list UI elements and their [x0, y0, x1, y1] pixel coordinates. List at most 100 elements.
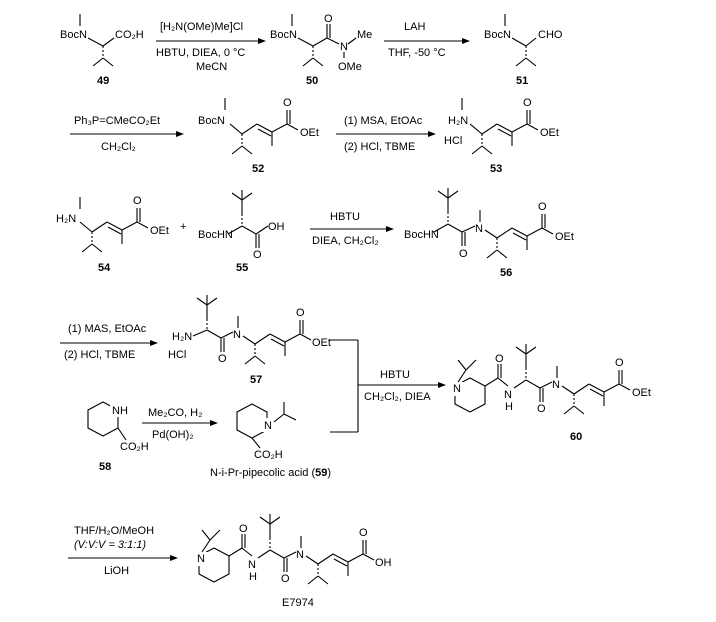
- atom-label: CO₂H: [120, 441, 149, 453]
- compound-label-50: 50: [306, 75, 318, 87]
- compound-49: BocN CO₂H 49: [60, 14, 144, 87]
- condition-text: MeCN: [196, 61, 227, 73]
- condition-text: [H₂N(OMe)Me]Cl: [160, 21, 243, 33]
- condition-text: Ph₃P=CMeCO₂Et: [74, 115, 160, 127]
- atom-label: N: [475, 223, 483, 235]
- atom-label: H₂N: [172, 331, 192, 343]
- compound-label-59: N-i-Pr-pipecolic acid (59): [210, 467, 331, 479]
- arrow-step-8: HBTU CH₂Cl₂, DIEA: [330, 339, 446, 433]
- compound-label-54: 54: [98, 262, 111, 274]
- atom-label: OMe: [338, 61, 362, 73]
- condition-text: HBTU: [380, 369, 410, 381]
- condition-text: THF/H₂O/MeOH: [74, 525, 154, 537]
- atom-label: O: [324, 13, 333, 25]
- compound-59: N CO₂H N-i-Pr-pipecolic acid (59): [210, 402, 331, 479]
- atom-label: Me: [357, 29, 372, 41]
- condition-text: LiOH: [104, 565, 129, 577]
- atom-label: H₂N: [448, 115, 468, 127]
- atom-label: OH: [375, 557, 392, 569]
- condition-text: (2) HCl, TBME: [64, 349, 135, 361]
- compound-label-56: 56: [500, 267, 512, 279]
- arrow-step-4: (1) MSA, EtOAc (2) HCl, TBME: [336, 115, 436, 153]
- arrow-step-6: (1) MAS, EtOAc (2) HCl, TBME: [60, 323, 158, 361]
- compound-e7974: N O N H O N O OH E: [196, 514, 392, 609]
- atom-label: OEt: [555, 231, 574, 243]
- atom-label: N: [340, 41, 348, 53]
- condition-text: Pd(OH)₂: [152, 429, 194, 441]
- compound-label-55: 55: [236, 262, 248, 274]
- condition-text: HBTU, DIEA, 0 °C: [156, 47, 245, 59]
- compound-label-60: 60: [570, 431, 582, 443]
- atom-label: N: [453, 383, 461, 395]
- condition-text: THF, -50 °C: [388, 47, 446, 59]
- atom-label: O: [537, 403, 546, 415]
- atom-label: OEt: [300, 127, 319, 139]
- atom-label: BocN: [60, 29, 87, 41]
- atom-label: O: [495, 353, 504, 365]
- condition-text: (V:V:V = 3:1:1): [74, 539, 146, 551]
- arrow-step-2: LAH THF, -50 °C: [384, 21, 470, 59]
- compound-52: BocN O OEt 52: [198, 97, 319, 175]
- condition-text: Me₂CO, H₂: [148, 407, 202, 419]
- atom-label: N: [248, 559, 256, 571]
- condition-text: (2) HCl, TBME: [344, 141, 415, 153]
- atom-label: O: [538, 201, 547, 213]
- condition-text: HBTU: [330, 211, 360, 223]
- atom-label: CO₂H: [254, 449, 283, 461]
- atom-label: BocN: [198, 115, 225, 127]
- compound-label-53: 53: [490, 163, 502, 175]
- condition-text: CH₂Cl₂, DIEA: [364, 391, 431, 403]
- atom-label: N: [552, 379, 560, 391]
- atom-label: O: [253, 249, 262, 261]
- atom-label: BocN: [270, 29, 297, 41]
- compound-54: H₂N O OEt 54: [56, 195, 169, 274]
- atom-label: O: [283, 97, 292, 109]
- condition-text: LAH: [404, 21, 425, 33]
- atom-label: HCl: [444, 135, 462, 147]
- atom-label: BocHN: [198, 229, 233, 241]
- condition-text: (1) MSA, EtOAc: [344, 115, 423, 127]
- atom-label: BocHN: [404, 229, 439, 241]
- plus-sign: +: [180, 221, 186, 233]
- compound-53: H₂N HCl O OEt 53: [444, 97, 559, 175]
- atom-label: H₂N: [56, 213, 76, 225]
- condition-text: (1) MAS, EtOAc: [68, 323, 147, 335]
- atom-label: O: [281, 573, 290, 585]
- atom-label: BocN: [484, 29, 511, 41]
- atom-label: O: [218, 353, 227, 365]
- compound-57: H₂N HCl O N O OEt 57: [168, 295, 331, 386]
- atom-label: H: [505, 401, 513, 413]
- atom-label: O: [459, 248, 468, 260]
- compound-55: BocHN O OH 55: [198, 190, 285, 274]
- atom-label: N: [197, 553, 205, 565]
- atom-label: CO₂H: [115, 29, 144, 41]
- atom-label: CHO: [538, 29, 563, 41]
- atom-label: O: [523, 97, 532, 109]
- atom-label: NH: [112, 405, 128, 417]
- arrow-step-7: Me₂CO, H₂ Pd(OH)₂: [142, 407, 218, 441]
- atom-label: OEt: [540, 127, 559, 139]
- compound-label-52: 52: [252, 163, 264, 175]
- atom-label: O: [133, 195, 142, 207]
- compound-label-57: 57: [250, 374, 262, 386]
- atom-label: N: [264, 420, 272, 432]
- compound-50: BocN O N Me OMe 50: [270, 13, 372, 87]
- condition-text: DIEA, CH₂Cl₂: [312, 235, 379, 247]
- atom-label: HCl: [168, 349, 186, 361]
- condition-text: CH₂Cl₂: [101, 141, 136, 153]
- atom-label: OH: [268, 221, 285, 233]
- arrow-step-3: Ph₃P=CMeCO₂Et CH₂Cl₂: [70, 115, 184, 153]
- compound-56: BocHN O N O OEt 56: [404, 188, 574, 279]
- atom-label: OEt: [632, 387, 651, 399]
- atom-label: H: [249, 571, 257, 583]
- arrow-step-1: [H₂N(OMe)Me]Cl HBTU, DIEA, 0 °C MeCN: [156, 21, 266, 73]
- atom-label: N: [504, 389, 512, 401]
- compound-label-58: 58: [99, 461, 111, 473]
- compound-label-51: 51: [516, 75, 528, 87]
- compound-60: N O N H O N O OEt: [452, 344, 651, 443]
- atom-label: N: [296, 549, 304, 561]
- compound-label-e7974: E7974: [282, 597, 314, 609]
- arrow-step-9: THF/H₂O/MeOH (V:V:V = 3:1:1) LiOH: [68, 525, 178, 577]
- atom-label: O: [296, 307, 305, 319]
